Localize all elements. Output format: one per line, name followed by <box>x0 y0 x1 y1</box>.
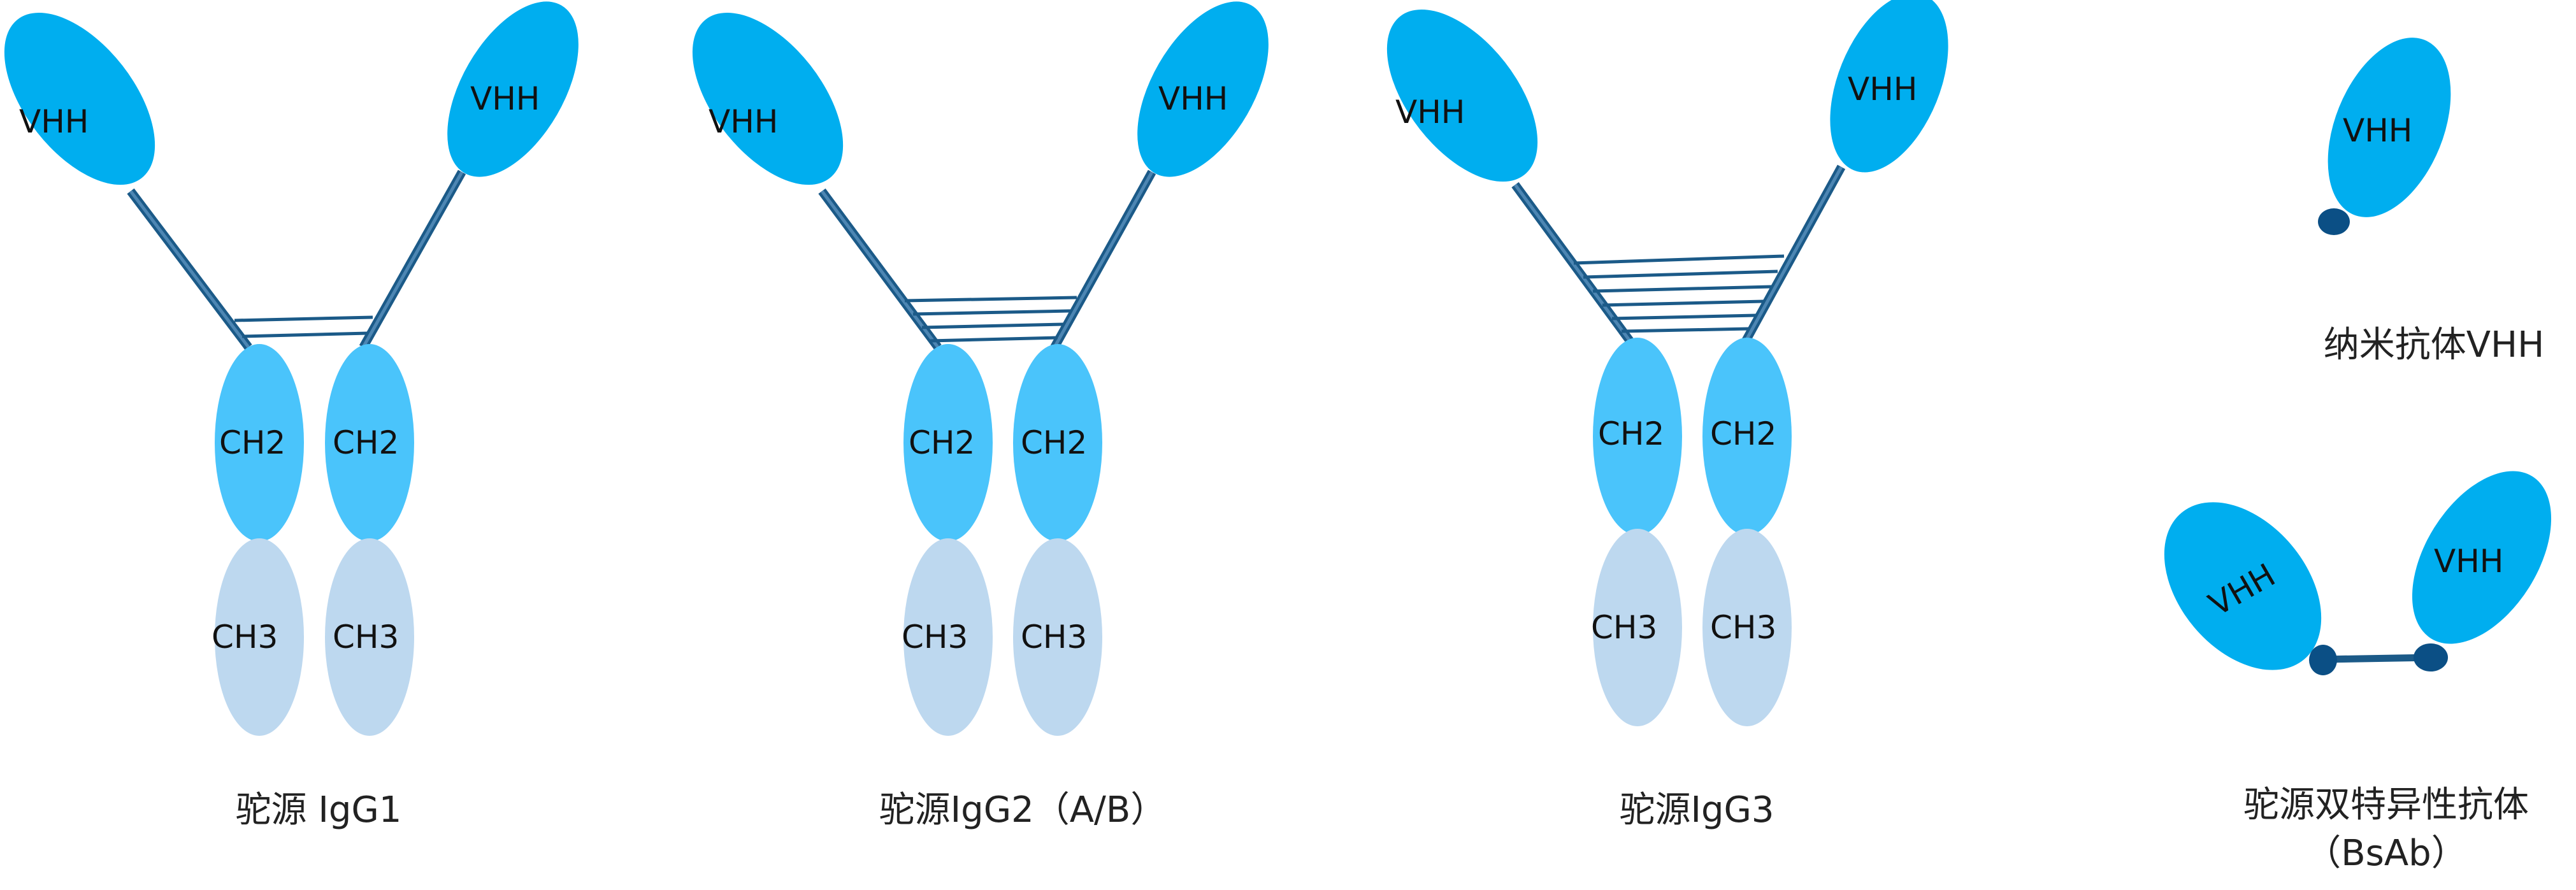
panel-igg1: VHH VHH CH2 CH2 CH3 CH3 驼源 IgG1 <box>4 1 579 831</box>
panel-nanobody: VHH 纳米抗体VHH <box>2318 38 2545 366</box>
vhh-label-left: VHH <box>709 103 778 140</box>
hinge-arm-right-inner <box>1744 166 1843 342</box>
c-terminal-knob-left <box>2309 645 2337 675</box>
ch3-domain-right <box>325 538 414 736</box>
disulfide-bond <box>912 309 1071 316</box>
ch2-domain-right <box>1702 338 1792 535</box>
disulfide-bond <box>921 322 1064 329</box>
vhh-label-right: VHH <box>1848 71 1917 108</box>
ch3-domain-left <box>903 538 993 736</box>
disulfide-bonds <box>234 315 373 338</box>
hinge-arm-right-inner <box>361 171 464 348</box>
vhh-domain-right <box>1137 1 1269 177</box>
caption-igg2: 驼源IgG2（A/B） <box>879 789 1167 831</box>
disulfide-bond <box>1592 285 1772 293</box>
vhh-label-left: VHH <box>1395 94 1465 131</box>
disulfide-bond <box>1602 299 1764 307</box>
ch2-label-left: CH2 <box>1598 415 1664 452</box>
hinge-arm-left-inner <box>820 190 940 348</box>
disulfide-bond <box>1573 254 1785 265</box>
hinge-arm-right-inner <box>1053 171 1154 348</box>
vhh-label: VHH <box>2343 112 2412 149</box>
ch2-label-right: CH2 <box>1021 424 1087 461</box>
hinge-arm-left-inner <box>1513 183 1632 342</box>
ch3-domain-right <box>1702 529 1792 726</box>
ch3-label-right: CH3 <box>1021 619 1087 656</box>
ch2-domain-left <box>215 344 304 542</box>
panel-igg2: VHH VHH CH2 CH2 CH3 CH3 驼源IgG2（A/B） <box>692 1 1269 831</box>
vhh-domain-left <box>4 12 155 185</box>
disulfide-bond <box>1621 327 1750 333</box>
caption-bsab-line2: （BsAb） <box>2305 833 2466 874</box>
vhh-domain-right <box>2412 471 2552 644</box>
ch3-label-left: CH3 <box>212 619 278 656</box>
ch2-label-left: CH2 <box>219 424 285 461</box>
hinge-arm-left-inner <box>129 190 250 348</box>
vhh-domain-left <box>692 12 844 185</box>
vhh-domain-right <box>447 1 579 177</box>
caption-igg3: 驼源IgG3 <box>1619 789 1774 831</box>
panel-bsab: VHH VHH 驼源双特异性抗体 （BsAb） <box>2164 471 2552 874</box>
disulfide-bond <box>904 296 1077 303</box>
ch2-label-right: CH2 <box>1710 415 1776 452</box>
ch3-label-left: CH3 <box>1591 609 1657 646</box>
ch3-label-left: CH3 <box>902 619 968 656</box>
caption-igg1: 驼源 IgG1 <box>236 789 402 831</box>
ch2-label-right: CH2 <box>333 424 399 461</box>
disulfide-bonds <box>1573 254 1785 333</box>
ch3-domain-left <box>215 538 304 736</box>
vhh-domain-left <box>1386 9 1538 182</box>
disulfide-bond <box>1611 313 1757 320</box>
vhh-label-right: VHH <box>470 80 540 117</box>
ch3-label-right: CH3 <box>1710 609 1776 646</box>
disulfide-bond <box>930 336 1058 343</box>
vhh-domain-left <box>2164 502 2322 670</box>
disulfide-bonds <box>904 296 1077 343</box>
ch2-label-left: CH2 <box>909 424 975 461</box>
vhh-domain-right <box>1830 0 1948 173</box>
ch2-domain-left <box>903 344 993 542</box>
vhh-label-left: VHH <box>19 103 89 140</box>
c-terminal-knob-right <box>2414 643 2448 671</box>
ch3-domain-left <box>1593 529 1682 726</box>
vhh-label-right: VHH <box>2434 543 2503 580</box>
ch3-label-right: CH3 <box>333 619 399 656</box>
caption-nanobody: 纳米抗体VHH <box>2324 324 2545 366</box>
disulfide-bond <box>234 315 373 322</box>
c-terminal-knob <box>2318 208 2350 235</box>
disulfide-bond <box>1583 269 1778 279</box>
ch2-domain-right <box>325 344 414 542</box>
caption-bsab-line1: 驼源双特异性抗体 <box>2243 784 2529 826</box>
ch2-domain-right <box>1013 344 1102 542</box>
disulfide-bond <box>241 331 369 338</box>
ch3-domain-right <box>1013 538 1102 736</box>
panel-igg3: VHH VHH CH2 CH2 CH3 CH3 驼源IgG3 <box>1386 0 1948 831</box>
vhh-label-right: VHH <box>1158 80 1228 117</box>
vhh-domain <box>2328 38 2451 217</box>
bsab-linker <box>2322 654 2431 663</box>
ch2-domain-left <box>1593 338 1682 535</box>
